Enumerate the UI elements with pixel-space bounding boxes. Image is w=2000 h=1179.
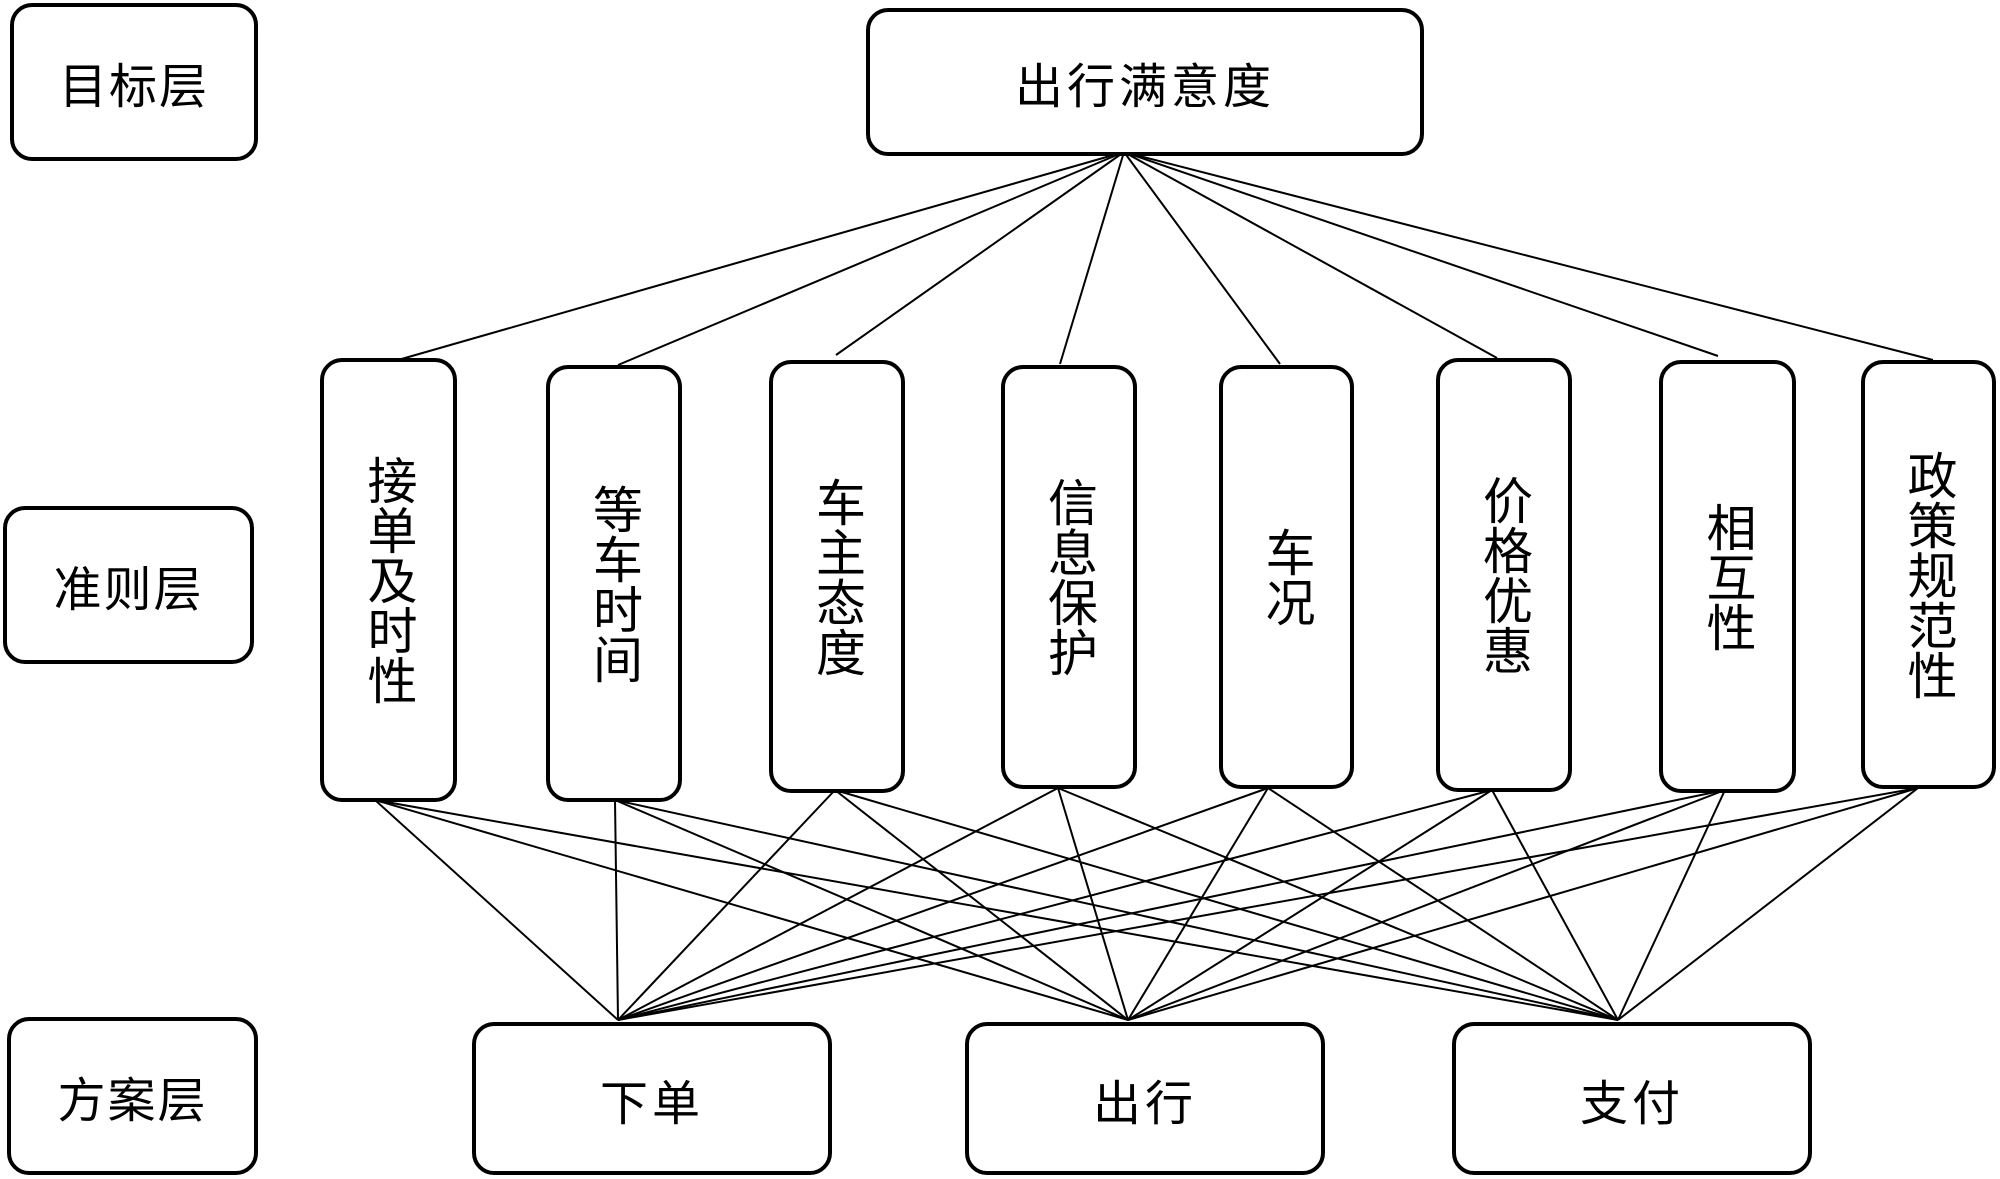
layer-label-criteria-text: 准则层 (53, 562, 204, 618)
layer-label-criteria: 准则层 (3, 506, 254, 664)
criterion-5-to-alternative-2-line (1127, 787, 1269, 1021)
criterion-8-to-alternative-1-line (617, 787, 1919, 1021)
criterion-3-to-alternative-3-line (834, 789, 1619, 1021)
criterion-4-to-alternative-3-line (1057, 787, 1619, 1021)
alternative-text-2: 出行 (1092, 1075, 1197, 1132)
layer-label-alternatives-text: 方案层 (57, 1073, 208, 1129)
layer-label-goal: 目标层 (10, 3, 258, 161)
criterion-node-6: 价格优惠 (1436, 358, 1572, 792)
criterion-2-to-alternative-3-line (614, 799, 1619, 1021)
criterion-1-to-alternative-1-line (374, 799, 619, 1021)
alternative-node-1: 下单 (472, 1022, 832, 1175)
layer-label-goal-text: 目标层 (58, 59, 209, 115)
criterion-5-to-alternative-1-line (617, 787, 1269, 1021)
goal-to-criterion-7-line (1123, 151, 1719, 357)
alternative-text-1: 下单 (599, 1075, 704, 1132)
goal-to-criterion-1-line (397, 151, 1125, 361)
criterion-node-7: 相互性 (1659, 360, 1796, 793)
alternative-node-3: 支付 (1452, 1022, 1812, 1175)
criterion-text-5: 车况 (1257, 527, 1316, 627)
criterion-6-to-alternative-1-line (617, 789, 1493, 1021)
criterion-4-to-alternative-1-line (617, 787, 1059, 1021)
layer-label-alternatives: 方案层 (7, 1017, 258, 1175)
criterion-8-to-alternative-2-line (1127, 787, 1919, 1021)
criterion-7-to-alternative-2-line (1127, 789, 1726, 1021)
goal-to-criterion-5-line (1123, 151, 1281, 365)
goal-node-text: 出行满意度 (1014, 59, 1275, 115)
criterion-text-6: 价格优惠 (1475, 475, 1533, 675)
criterion-text-3: 车主态度 (808, 476, 866, 677)
criterion-node-2: 等车时间 (546, 365, 682, 802)
goal-to-criterion-4-line (1059, 151, 1125, 365)
criterion-8-to-alternative-3-line (1617, 787, 1919, 1021)
criterion-7-to-alternative-1-line (617, 789, 1726, 1021)
criterion-1-to-alternative-2-line (374, 799, 1129, 1021)
criterion-1-to-alternative-3-line (374, 799, 1619, 1021)
criterion-text-2: 等车时间 (585, 483, 643, 684)
criterion-2-to-alternative-1-line (614, 799, 619, 1021)
criterion-text-1: 接单及时性 (359, 455, 418, 705)
goal-node: 出行满意度 (866, 8, 1424, 156)
goal-to-criterion-3-line (835, 151, 1125, 356)
criterion-6-to-alternative-2-line (1127, 789, 1493, 1021)
criterion-4-to-alternative-2-line (1057, 787, 1129, 1021)
criterion-node-1: 接单及时性 (320, 358, 457, 802)
goal-to-criterion-2-line (617, 151, 1125, 366)
criterion-3-to-alternative-2-line (834, 789, 1129, 1021)
goal-to-criterion-6-line (1123, 151, 1498, 359)
alternative-text-3: 支付 (1579, 1075, 1684, 1132)
criterion-node-3: 车主态度 (769, 360, 905, 793)
criterion-2-to-alternative-2-line (614, 799, 1129, 1021)
criterion-text-4: 信息保护 (1040, 477, 1098, 677)
criterion-node-4: 信息保护 (1001, 365, 1137, 789)
criterion-7-to-alternative-3-line (1617, 789, 1726, 1021)
criterion-text-7: 相互性 (1698, 501, 1757, 652)
criterion-3-to-alternative-1-line (617, 789, 836, 1021)
criterion-node-8: 政策规范性 (1861, 360, 1996, 789)
criterion-5-to-alternative-3-line (1267, 787, 1619, 1021)
goal-to-criterion-8-line (1123, 151, 1934, 361)
alternative-node-2: 出行 (965, 1022, 1325, 1175)
criterion-text-8: 政策规范性 (1899, 449, 1958, 700)
criterion-node-5: 车况 (1219, 365, 1354, 789)
criterion-6-to-alternative-3-line (1491, 789, 1619, 1021)
